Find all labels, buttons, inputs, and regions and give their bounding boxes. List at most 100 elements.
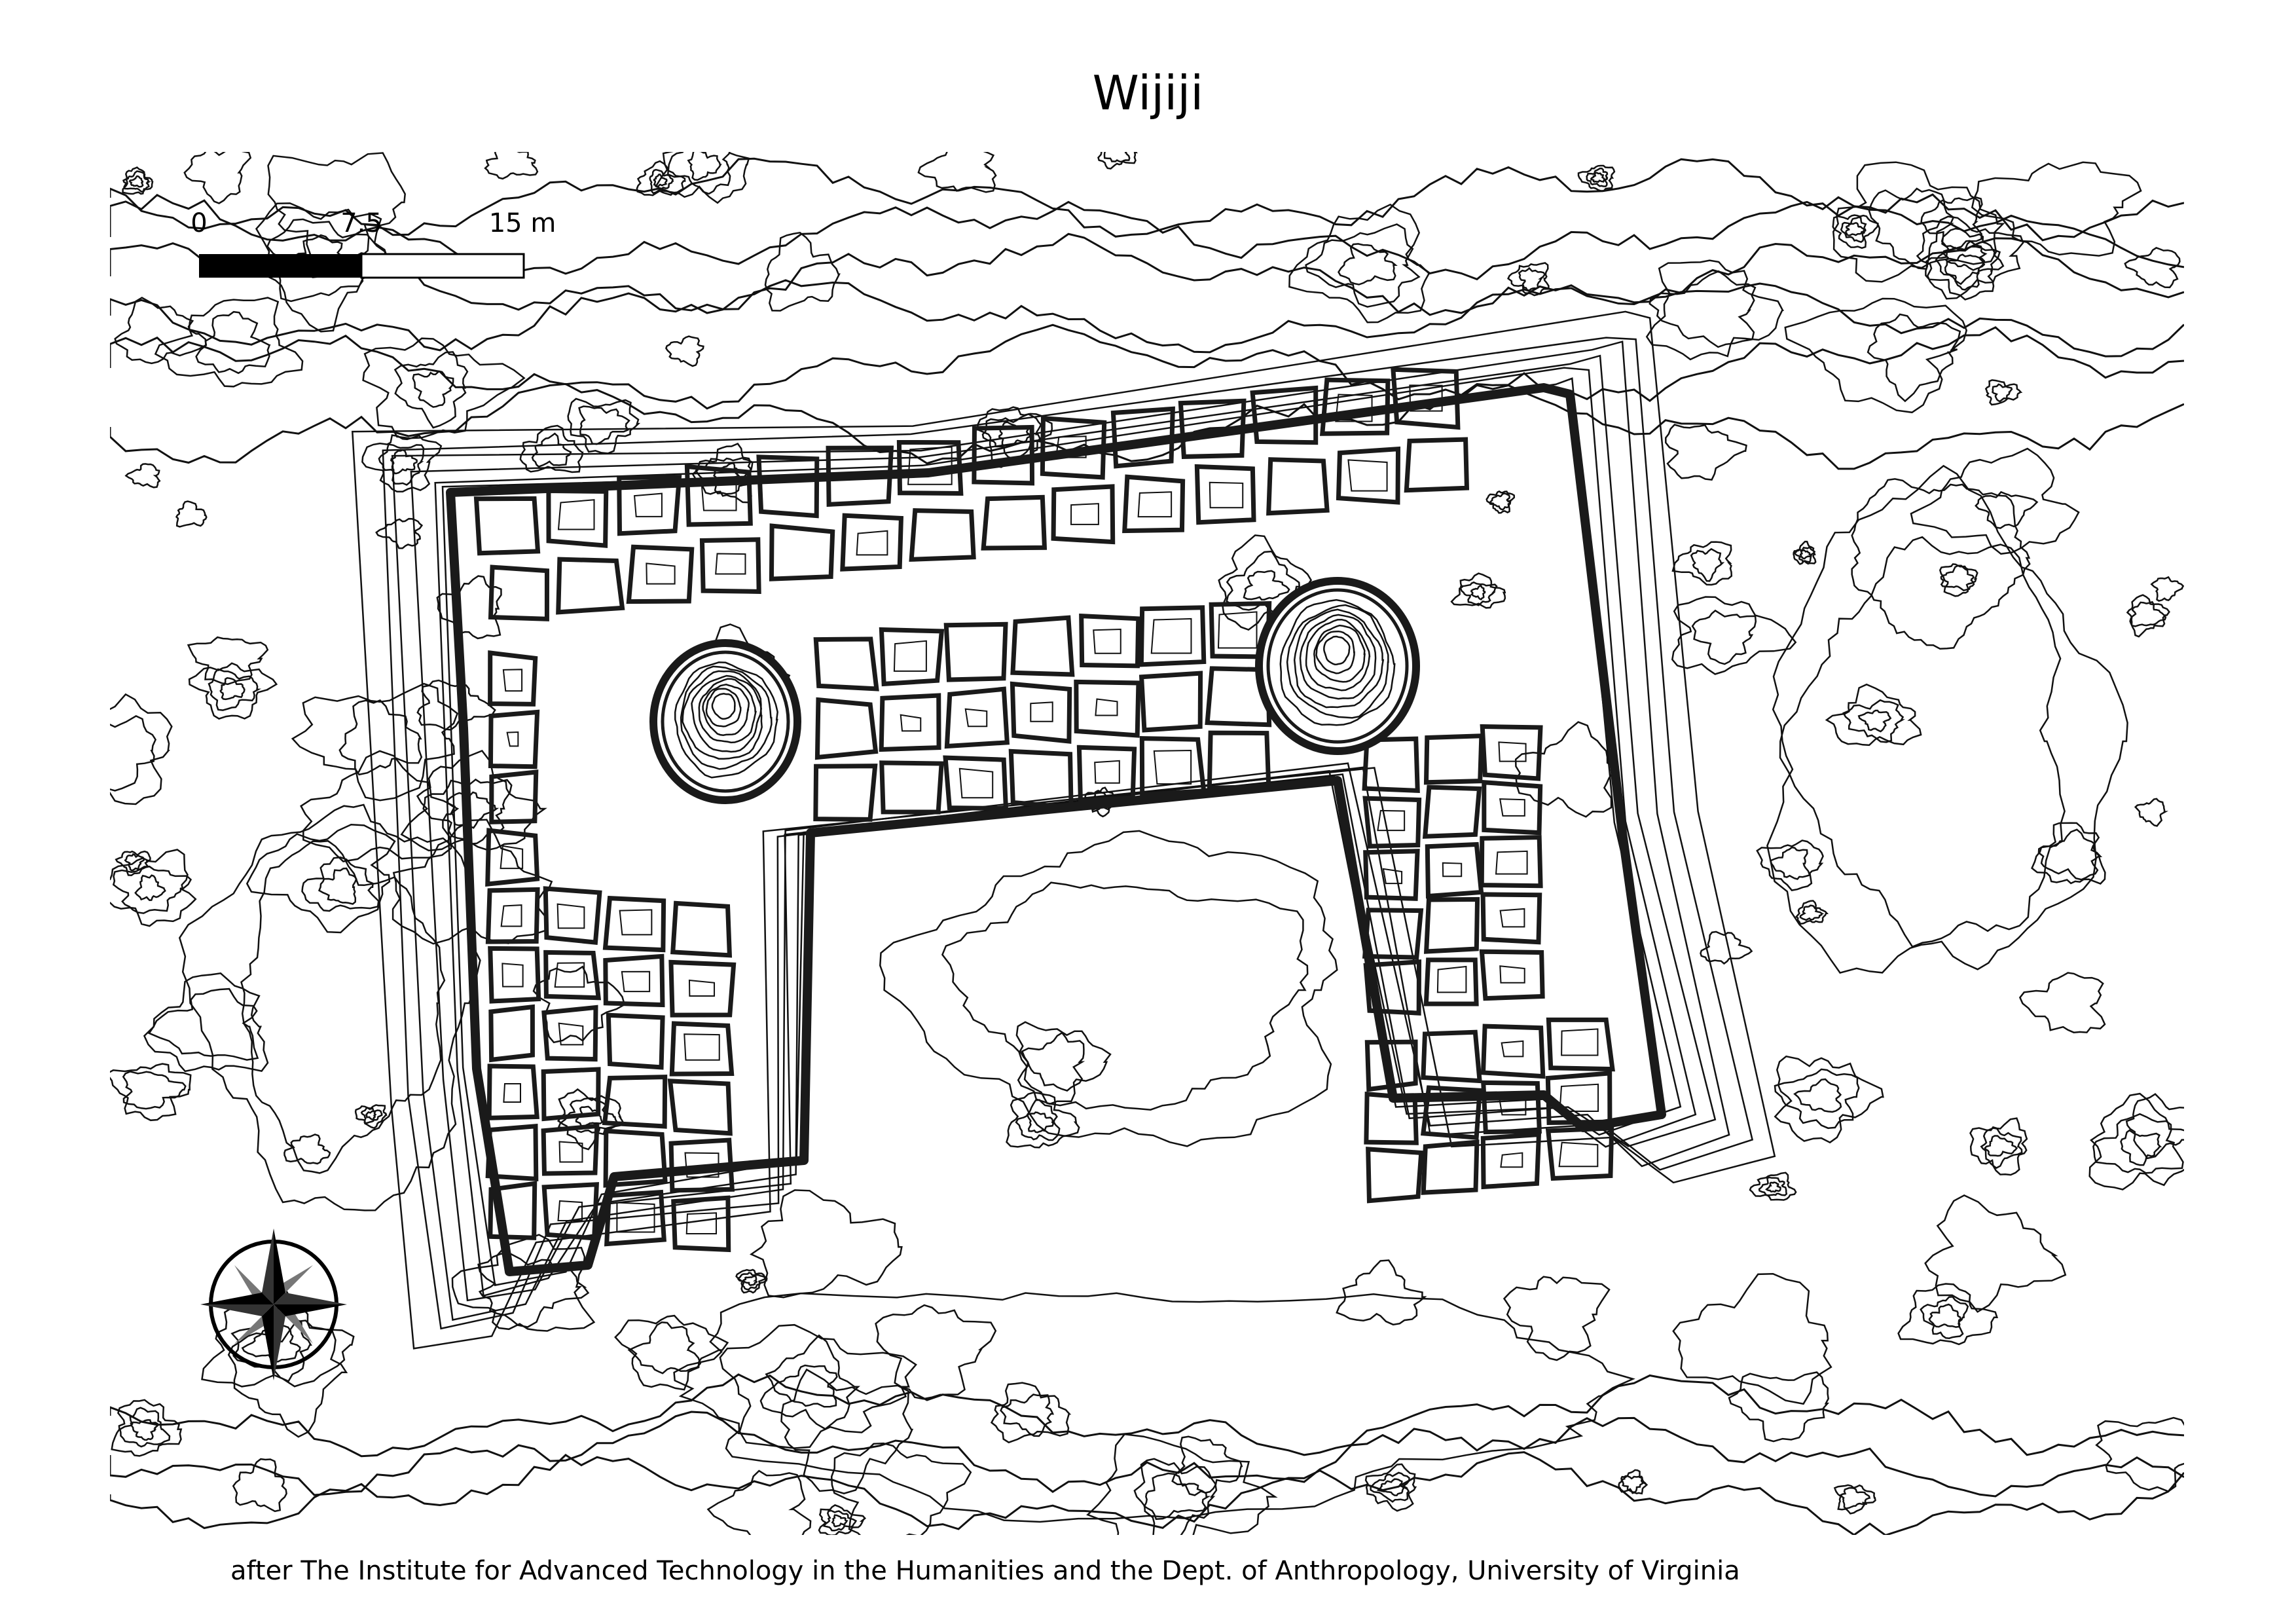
room-cell	[1423, 896, 1480, 954]
room-contour	[893, 640, 927, 672]
room-contour	[1499, 965, 1525, 984]
contour-loop	[1825, 683, 1922, 747]
contour-loop	[2124, 247, 2181, 289]
room-contour	[1382, 868, 1403, 885]
contour-loop	[2120, 1129, 2162, 1166]
room-cell	[1364, 1039, 1418, 1092]
contour-loop	[1910, 447, 2080, 555]
kiva-contour	[682, 670, 763, 760]
contour-loop	[1971, 161, 2142, 257]
contour-loop	[1857, 709, 1892, 733]
room-contour	[683, 1033, 720, 1061]
contour-loop	[187, 636, 269, 686]
contour-loop	[154, 297, 304, 388]
room-contour	[558, 1022, 584, 1046]
contour-loop	[124, 853, 145, 872]
room-contour	[900, 714, 922, 732]
contour-line	[110, 1373, 2184, 1458]
room-contour	[964, 708, 988, 728]
contour-loop	[283, 1134, 331, 1165]
contour-loop	[2129, 600, 2167, 627]
contour-loop	[567, 397, 641, 454]
room-contour	[1501, 1040, 1524, 1058]
room-cell	[1480, 892, 1542, 945]
contour-loop	[1336, 1259, 1427, 1326]
room-cell	[769, 523, 835, 581]
room-contour	[1498, 741, 1527, 762]
contour-loop	[122, 170, 151, 193]
contour-loop	[2037, 828, 2103, 881]
contour-loop	[1867, 313, 1961, 403]
room-cell	[1423, 957, 1479, 1006]
room-cell	[840, 513, 904, 572]
room-cell	[1051, 484, 1116, 545]
contour-loop	[110, 714, 157, 792]
room-cell	[668, 959, 737, 1018]
contour-loop	[110, 1063, 192, 1122]
contour-loop	[1765, 1181, 1781, 1193]
contour-loop	[375, 517, 424, 549]
room-contour	[1499, 798, 1525, 817]
room-cell	[879, 760, 944, 815]
kiva-contour	[1293, 608, 1385, 709]
room-cell	[488, 1004, 535, 1063]
mound-contour	[410, 354, 1717, 1302]
room-cell	[699, 537, 761, 594]
room-contour	[633, 492, 663, 517]
contour-loop	[875, 1304, 997, 1400]
room-cell	[756, 454, 820, 519]
contour-loop	[687, 152, 722, 181]
room-cell	[541, 1067, 601, 1122]
contour-line	[110, 323, 2184, 410]
room-contour	[621, 970, 651, 993]
room-contour	[1153, 749, 1192, 785]
room-contour	[556, 903, 585, 929]
contour-loop	[128, 175, 144, 188]
contour-loop	[1618, 1469, 1649, 1495]
contour-loop	[2031, 822, 2106, 885]
room-cell	[1363, 849, 1420, 901]
room-cell	[1425, 841, 1484, 899]
room-contour	[856, 530, 888, 556]
kiva-contour	[1286, 604, 1389, 719]
contour-loop	[1364, 1463, 1417, 1512]
room-cell	[670, 900, 733, 958]
scale-label-15: 15 m	[489, 208, 556, 238]
room-contour	[500, 845, 524, 870]
contour-loop	[1868, 187, 1955, 270]
contour-loop	[1691, 609, 1757, 665]
contour-loop	[879, 830, 1338, 1147]
contour-line	[110, 157, 2184, 242]
room-contour	[616, 1202, 655, 1233]
room-cell	[626, 544, 695, 604]
room-cell	[606, 1012, 665, 1070]
room-cell	[944, 686, 1010, 749]
contour-loop	[301, 856, 380, 912]
room-cell	[1079, 613, 1141, 669]
kiva-contour	[1279, 599, 1396, 726]
contour-loop	[636, 160, 686, 196]
room-cell	[489, 769, 539, 824]
east-kiva-inner-ring	[1266, 588, 1409, 744]
room-cell	[1205, 666, 1272, 728]
room-cell	[909, 507, 976, 562]
contour-loop	[1649, 270, 1757, 348]
contour-loop	[143, 972, 269, 1073]
room-cell	[1122, 474, 1186, 534]
kiva-contour	[711, 693, 736, 720]
contour-line	[110, 1411, 2184, 1498]
room-cell	[1423, 733, 1484, 785]
room-contour	[1095, 698, 1118, 716]
contour-loop	[1920, 1296, 1969, 1339]
room-cell	[1546, 1017, 1615, 1072]
room-contour	[1377, 809, 1406, 832]
room-cell	[1420, 1085, 1482, 1140]
contour-loop	[665, 335, 704, 367]
contour-loop	[759, 1334, 860, 1430]
contour-loop	[195, 310, 271, 375]
contour-loop	[831, 1514, 848, 1528]
contour-loop	[673, 1292, 1635, 1523]
room-contour	[1209, 481, 1244, 509]
contour-loop	[183, 152, 252, 204]
room-cell	[1480, 1024, 1546, 1079]
